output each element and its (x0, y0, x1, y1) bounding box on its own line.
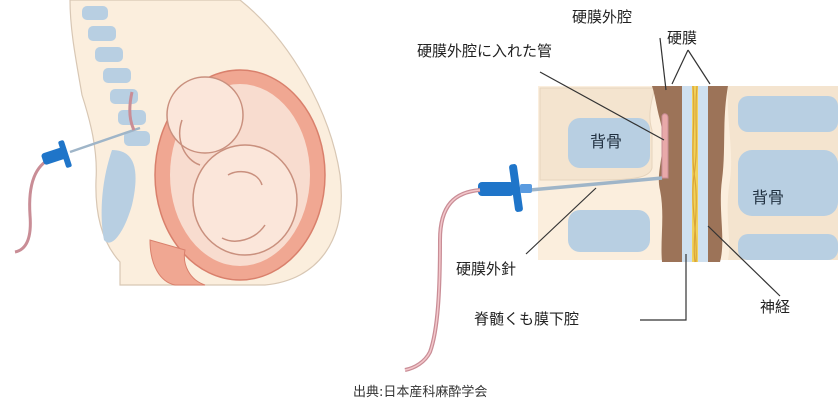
label-subarachnoid-space: 脊髄くも膜下腔 (474, 312, 579, 327)
label-catheter-in-epidural: 硬膜外腔に入れた管 (417, 44, 552, 59)
needle-hub-icon (478, 164, 532, 213)
label-spine-upper: 背骨 (590, 134, 622, 150)
label-epidural-needle: 硬膜外針 (456, 262, 516, 277)
catheter-tube-left (15, 158, 52, 252)
pregnant-body-illustration (15, 0, 341, 285)
label-epidural-space: 硬膜外腔 (572, 10, 632, 25)
label-nerve: 神経 (760, 300, 790, 315)
label-spine-right: 背骨 (752, 190, 784, 206)
label-dura: 硬膜 (667, 31, 697, 46)
source-credit: 出典:日本産科麻酔学会 (353, 386, 487, 399)
needle-hub-left-icon (41, 140, 72, 168)
